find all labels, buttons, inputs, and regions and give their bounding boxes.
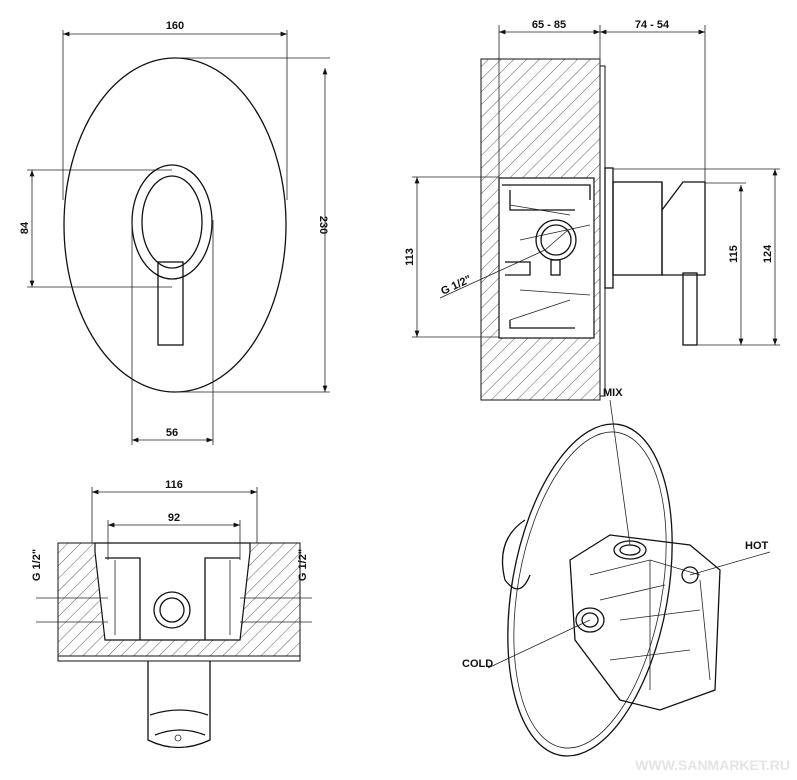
- cover-plate-side: [599, 65, 606, 397]
- thread-left: G 1/2": [31, 549, 43, 581]
- hot-label: HOT: [745, 540, 769, 552]
- outlet-circle: [153, 591, 191, 629]
- dim-handle-width: 56: [166, 427, 178, 439]
- cold-port: [575, 607, 605, 633]
- lever: [157, 261, 184, 346]
- cover-plate-3d: [507, 423, 673, 757]
- valve-body: [612, 181, 663, 276]
- dim-total: 124: [762, 244, 774, 263]
- dim-outer: 116: [165, 479, 183, 491]
- mix-port: [613, 540, 647, 560]
- handle-base-inner: [141, 175, 203, 269]
- dim-height: 230: [317, 216, 329, 234]
- dim-handle: 115: [728, 245, 740, 263]
- cover-plate: [63, 57, 287, 393]
- hot-port: [681, 566, 699, 584]
- handle-bottom: [147, 661, 211, 749]
- valve-body-3d: [569, 534, 721, 711]
- dim-projection: 74 - 54: [635, 19, 670, 31]
- dim-depth: 65 - 85: [532, 19, 566, 31]
- front-view: 160 230 84 56: [19, 20, 330, 445]
- handle-side: [661, 181, 706, 276]
- dim-width: 160: [166, 20, 184, 32]
- dim-inner: 92: [168, 512, 180, 524]
- perspective-view: MIX HOT COLD: [462, 387, 771, 757]
- handle-3d: [501, 519, 531, 590]
- dim-box-height: 113: [404, 248, 416, 266]
- thread-label: G 1/2": [439, 273, 473, 297]
- watermark: WWW.SANMARKET.RU: [635, 757, 790, 773]
- thread-right: G 1/2": [297, 549, 309, 581]
- mix-label: MIX: [603, 387, 623, 399]
- cold-label: COLD: [462, 658, 493, 670]
- lever-side: [682, 272, 698, 346]
- side-view: G 1/2" 65 - 85 74 - 54 113 115 124: [404, 19, 780, 401]
- dim-handle-height: 84: [19, 221, 31, 234]
- bottom-view: 116 92 G 1/2" G 1/2": [31, 479, 312, 749]
